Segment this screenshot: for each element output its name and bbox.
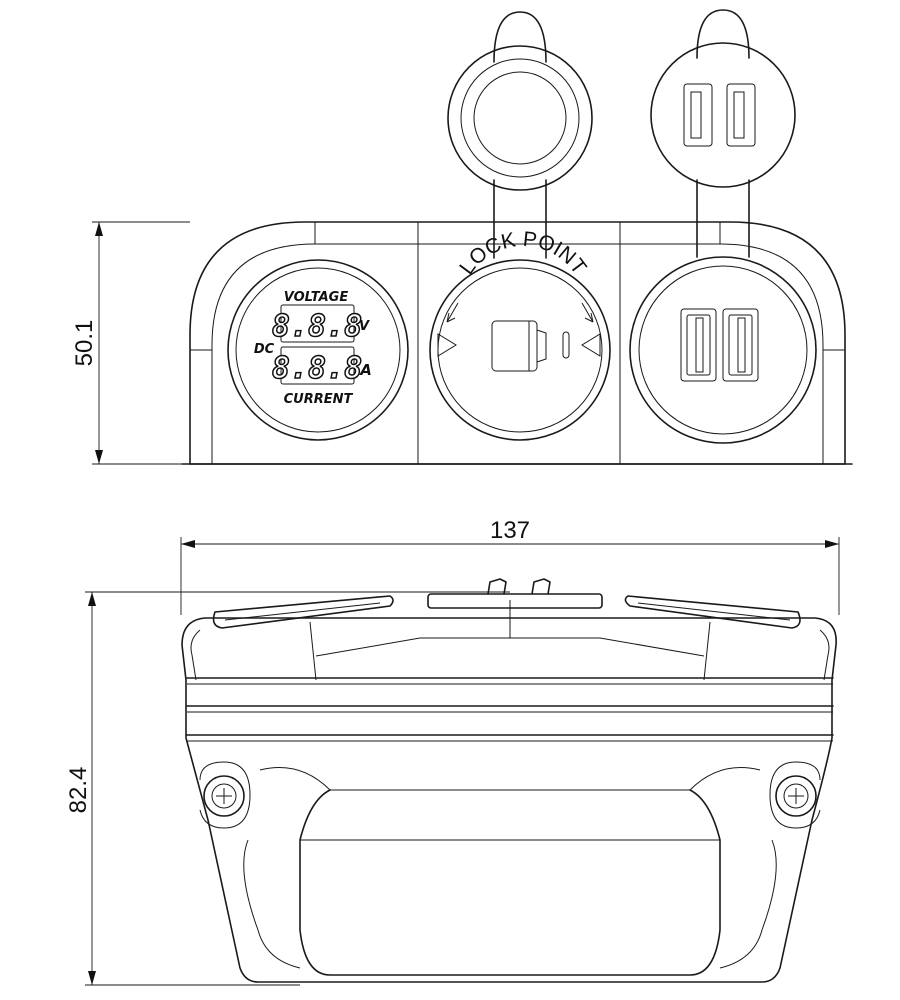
dimension-front-height: 50.1: [71, 221, 190, 465]
triangle-marker-right-icon: [581, 333, 601, 357]
meter-side-label: DC: [254, 342, 275, 357]
side-body-corner-right: [819, 629, 830, 681]
meter-volt-unit: V: [359, 319, 370, 334]
triangle-marker-left-icon: [437, 333, 457, 357]
dim-front-height-value: 50.1: [71, 320, 98, 367]
screw-left-cross-icon: [216, 788, 232, 804]
meter-top-label: VOLTAGE: [284, 290, 349, 305]
front-housing-inner: [211, 243, 824, 464]
top-panel-profile: [315, 637, 705, 657]
dim-side-height-value: 82.4: [65, 767, 92, 814]
meter-amp-unit: A: [359, 361, 372, 379]
side-view: 137 82.4: [65, 517, 840, 986]
socket-cap-inner: [473, 71, 567, 165]
usb-bezel-outer: [629, 256, 817, 444]
socket-bezel-outer: [429, 259, 611, 441]
side-cap-right: [624, 595, 801, 629]
usb-bezel-inner: [638, 265, 808, 435]
usb-cap-port-right-inner: [733, 91, 745, 139]
side-body-corner-left: [190, 629, 201, 681]
side-cap-tab-right: [531, 578, 551, 595]
side-cap-left: [212, 595, 394, 629]
side-cap-left-line: [224, 602, 381, 621]
dim-arrow-bottom-icon: [95, 450, 103, 464]
dimension-side-height: 82.4: [65, 591, 510, 986]
volt-display-digits: 8.8.8: [272, 309, 362, 344]
usb-port-right-tongue: [737, 317, 746, 373]
socket-cap-tab: [493, 11, 547, 63]
usb-cap-port-left-inner: [690, 91, 702, 139]
top-panel-line-left: [309, 621, 317, 681]
screw-right-cross-icon: [788, 788, 804, 804]
socket-cap-strap: [493, 179, 547, 259]
lock-point-label: LOCK POINT: [455, 228, 591, 279]
socket-cap: [447, 11, 593, 191]
screw-right-inner: [783, 783, 809, 809]
volt-amp-meter: VOLTAGE CURRENT DC V A 8.8.8 8.8.8: [227, 259, 409, 441]
usb-port-right-inner: [728, 314, 753, 376]
dim-width-value: 137: [490, 517, 530, 544]
socket-plug-tip: [536, 329, 547, 363]
dim-arrow-left-icon: [181, 540, 195, 548]
screw-left-inner: [211, 783, 237, 809]
screw-left: [199, 761, 251, 829]
dim-arrow-bottom-side-icon: [88, 971, 96, 985]
screw-left-boss: [199, 761, 251, 829]
socket-lock-slot: [562, 331, 570, 359]
screw-right-head: [775, 775, 817, 817]
top-panel-line-right: [703, 621, 711, 681]
usb-port-left-tongue: [695, 317, 704, 373]
socket-plug-body: [491, 320, 538, 372]
lower-body-side-right: [719, 839, 777, 969]
usb-cap-tab: [696, 9, 750, 59]
lower-body-panel: [299, 789, 721, 976]
usb-port-left-inner: [686, 314, 711, 376]
lower-body-top-edge: [259, 767, 761, 791]
socket-cap-ring: [460, 58, 580, 178]
front-housing: [189, 221, 846, 465]
meter-bottom-label: CURRENT: [284, 392, 354, 407]
volt-display-window: [280, 304, 355, 343]
front-view: VOLTAGE CURRENT DC V A 8.8.8 8.8.8 LOCK …: [71, 9, 853, 465]
usb-cap-port-right: [726, 83, 756, 147]
screw-left-head: [203, 775, 245, 817]
arrow-right-icon: [581, 302, 594, 323]
usb-cap-strap: [696, 179, 750, 258]
socket-bezel-inner: [437, 267, 603, 433]
amp-display-digits: 8.8.8: [272, 351, 362, 386]
screw-right-boss: [769, 761, 821, 829]
usb-cap-port-left: [683, 83, 713, 147]
usb-cap-outer: [650, 42, 796, 188]
dual-usb-socket: [629, 179, 817, 444]
dim-arrow-top-side-icon: [88, 592, 96, 606]
side-cap-right-line: [637, 602, 791, 621]
arrow-left-icon: [446, 302, 459, 323]
side-cap-tab-left: [487, 578, 507, 595]
meter-bezel-outer: [227, 259, 409, 441]
usb-port-left: [680, 308, 717, 382]
lower-body-side-left: [243, 839, 301, 969]
amp-display-window: [280, 346, 355, 385]
meter-bezel-inner: [235, 267, 401, 433]
dim-arrow-right-icon: [825, 540, 839, 548]
lighter-socket: LOCK POINT: [429, 179, 611, 441]
screw-right: [769, 761, 821, 829]
usb-port-right: [722, 308, 759, 382]
dimension-width: 137: [180, 517, 840, 615]
socket-cap-outer: [447, 45, 593, 191]
side-cap-middle: [427, 593, 603, 609]
dim-arrow-top-icon: [95, 222, 103, 236]
side-body: [181, 617, 837, 983]
usb-cap: [650, 9, 796, 188]
